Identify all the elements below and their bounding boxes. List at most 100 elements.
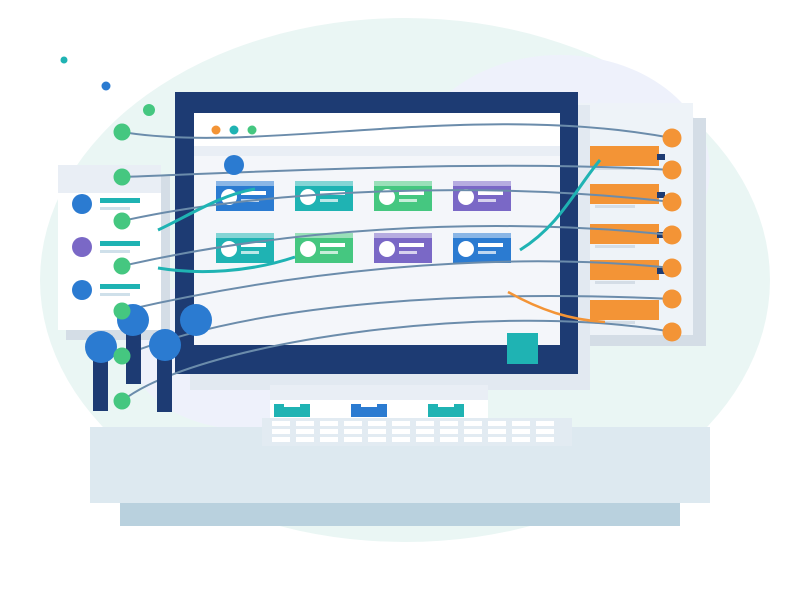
tile-text-line — [241, 243, 266, 247]
keyboard-key — [512, 437, 530, 442]
server-unit-shadow — [595, 167, 635, 170]
tile-text-line — [241, 191, 266, 195]
tile-text-line — [399, 251, 417, 254]
keyboard-key — [368, 429, 386, 434]
keyboard-key — [272, 421, 290, 426]
connection-lines — [121, 123, 673, 402]
tile-text-line — [399, 199, 417, 202]
network-node — [113, 392, 131, 410]
person-body — [93, 356, 108, 411]
tile-top-bar — [374, 181, 432, 186]
tile-text-line — [320, 251, 338, 254]
tile-top-bar — [295, 233, 353, 238]
connection-line-icon — [519, 159, 602, 252]
keyboard-key — [416, 421, 434, 426]
tile-avatar — [379, 189, 395, 205]
tile-text-line — [320, 199, 338, 202]
left-card-line — [100, 293, 130, 296]
connection-line-icon — [121, 225, 673, 267]
tile-avatar — [300, 241, 316, 257]
window-dots-icon — [211, 125, 257, 135]
network-node — [113, 347, 131, 365]
window-dot — [229, 125, 239, 135]
keyboard-keys — [272, 421, 554, 442]
card-tile-icon — [216, 233, 274, 263]
network-node — [662, 192, 682, 212]
network-node — [113, 168, 131, 186]
server-unit-port — [657, 232, 665, 238]
card-tile-icon — [453, 233, 511, 263]
network-node — [113, 123, 131, 141]
floating-dots — [60, 56, 244, 175]
floating-dot — [143, 104, 155, 116]
tile-avatar — [458, 189, 474, 205]
connection-line-icon — [121, 260, 673, 312]
keyboard-key — [464, 421, 482, 426]
tile-top-bar — [295, 181, 353, 186]
tile-top-bar — [453, 233, 511, 238]
tile-avatar — [221, 241, 237, 257]
keyboard-key — [344, 429, 362, 434]
tile-avatar — [458, 241, 474, 257]
connection-line-icon — [157, 187, 256, 232]
left-card-line — [100, 284, 140, 289]
floating-dot — [60, 56, 68, 64]
keyboard-key — [392, 429, 410, 434]
left-nodes — [113, 123, 131, 410]
keyboard-key — [464, 437, 482, 442]
server-unit-shadow — [595, 245, 635, 248]
card-tile-icon — [295, 233, 353, 263]
keyboard-key — [416, 429, 434, 434]
keyboard-key — [536, 429, 554, 434]
server-unit-shadow — [595, 205, 635, 208]
keyboard-icon — [262, 385, 572, 446]
card-tile-icon — [216, 181, 274, 211]
left-card-line — [100, 250, 130, 253]
server-unit-body — [573, 146, 659, 166]
server-unit-body — [573, 300, 659, 320]
tile-text-line — [399, 243, 424, 247]
left-card-avatar — [72, 280, 92, 300]
keyboard-key — [296, 437, 314, 442]
tile-top-bar — [216, 233, 274, 238]
tile-avatar — [379, 241, 395, 257]
tile-text-line — [320, 243, 345, 247]
card-tile-icon — [374, 181, 432, 211]
tray-tile — [351, 404, 387, 417]
keyboard-key — [368, 421, 386, 426]
person-head — [85, 331, 117, 363]
server-unit-shadow — [595, 281, 635, 284]
network-node — [113, 257, 131, 275]
server-unit-port — [657, 192, 665, 198]
keyboard-key — [344, 421, 362, 426]
connection-line-icon — [507, 290, 606, 324]
keyboard-key — [344, 437, 362, 442]
window-dot — [247, 125, 257, 135]
server-rack-icon — [573, 103, 706, 346]
network-node — [662, 128, 682, 148]
monitor-screen-subheader — [194, 146, 560, 156]
keyboard-key — [416, 437, 434, 442]
floating-dot — [224, 155, 244, 175]
keyboard-key — [272, 429, 290, 434]
tile-text-line — [241, 251, 259, 254]
network-node — [662, 225, 682, 245]
keyboard-key — [296, 421, 314, 426]
connection-line-icon — [121, 123, 673, 139]
network-node — [662, 160, 682, 180]
tray-tile — [274, 404, 310, 417]
person-body — [157, 350, 172, 412]
left-card-avatar — [72, 194, 92, 214]
tray-tile-line — [284, 404, 300, 407]
tray-tile — [428, 404, 464, 417]
window-dot — [211, 125, 221, 135]
connection-line-icon — [121, 295, 673, 357]
tile-text-line — [478, 251, 496, 254]
keyboard-key — [392, 437, 410, 442]
keyboard-key — [440, 437, 458, 442]
left-card-avatar — [72, 237, 92, 257]
keyboard-key — [320, 429, 338, 434]
keyboard-key — [488, 429, 506, 434]
network-node — [662, 258, 682, 278]
